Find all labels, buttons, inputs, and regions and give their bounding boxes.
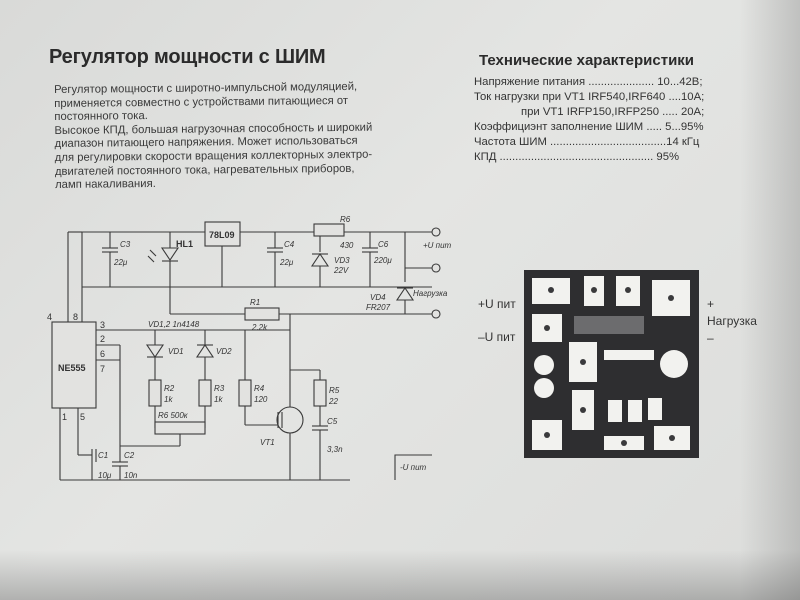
vt1-label: VT1 [260, 438, 275, 447]
vd2-label: VD2 [216, 347, 232, 356]
pot-label: R6 500к [158, 411, 189, 420]
c5-label: C5 [327, 417, 338, 426]
c4-value: 22μ [279, 258, 294, 267]
spec-row: Напряжение питания .....................… [474, 76, 703, 88]
vd3-label: VD3 [334, 256, 350, 265]
r2-label: R2 [164, 384, 175, 393]
r4-label: R4 [254, 384, 265, 393]
r1-value: 2.2k [251, 323, 268, 332]
pin-label: 6 [100, 349, 105, 359]
r6-label: R6 [340, 215, 351, 224]
specs-title: Технические характеристики [479, 52, 695, 69]
pcb-minus-supply-label: –U пит [478, 330, 516, 344]
page-shadow-right [740, 0, 800, 600]
r4-value: 120 [254, 395, 268, 404]
pin-label: 3 [100, 320, 105, 330]
hl1-label: HL1 [176, 239, 193, 249]
specs-list: Напряжение питания .....................… [474, 75, 744, 165]
r5-value: 22 [328, 397, 338, 406]
pin-label: 7 [100, 364, 105, 374]
c6-value: 220μ [373, 256, 392, 265]
r3-value: 1k [214, 395, 223, 404]
c2-value: 10n [124, 471, 138, 480]
c2-label: C2 [124, 451, 135, 460]
c4-label: C4 [284, 240, 295, 249]
diodes-label: VD1,2 1n4148 [148, 320, 200, 329]
vd1-label: VD1 [168, 347, 184, 356]
upit-label: +U пит [423, 241, 452, 250]
spec-row: при VT1 IRFP150,IRFP250 ..... 20А; [521, 106, 705, 118]
r5-label: R5 [329, 386, 340, 395]
spec-row: Частота ШИМ ............................… [474, 136, 700, 148]
r6-value: 430 [340, 241, 354, 250]
r1-label: R1 [250, 298, 260, 307]
unpit-label: -U пит [400, 463, 427, 472]
ic-label: NE555 [58, 363, 86, 373]
regulator-label: 78L09 [209, 230, 235, 240]
r3-label: R3 [214, 384, 225, 393]
pcb-minus-label: – [707, 331, 714, 345]
c1-value: 10μ [98, 471, 112, 480]
spec-row: Коэффициэнт заполнение ШИМ ..... 5...95% [474, 121, 704, 133]
pcb-load-label: Нагрузка [707, 314, 757, 328]
r2-value: 1k [164, 395, 173, 404]
pin-label: 2 [100, 334, 105, 344]
load-label: Нагрузка [413, 289, 448, 298]
c5-value: 3,3n [327, 445, 343, 454]
vd3-value: 22V [333, 266, 349, 275]
pin-label: 1 [62, 412, 67, 422]
pin-label: 4 [47, 312, 52, 322]
vd4-label: VD4 [370, 293, 386, 302]
c1-label: C1 [98, 451, 108, 460]
page-title: Регулятор мощности с ШИМ [49, 46, 326, 68]
c3-label: C3 [120, 240, 131, 249]
spec-row: КПД ....................................… [474, 151, 680, 163]
spec-row: Ток нагрузки при VT1 IRF540,IRF640 ....1… [474, 91, 705, 103]
c3-value: 22μ [113, 258, 128, 267]
pcb-layout [524, 270, 699, 458]
pin-label: 8 [73, 312, 78, 322]
pcb-plus-supply-label: +U пит [478, 297, 516, 311]
page-shadow-bottom [0, 550, 800, 600]
pcb-plus-label: + [707, 297, 715, 311]
vd4-value: FR207 [366, 303, 391, 312]
pin-label: 5 [80, 412, 85, 422]
c6-label: C6 [378, 240, 389, 249]
